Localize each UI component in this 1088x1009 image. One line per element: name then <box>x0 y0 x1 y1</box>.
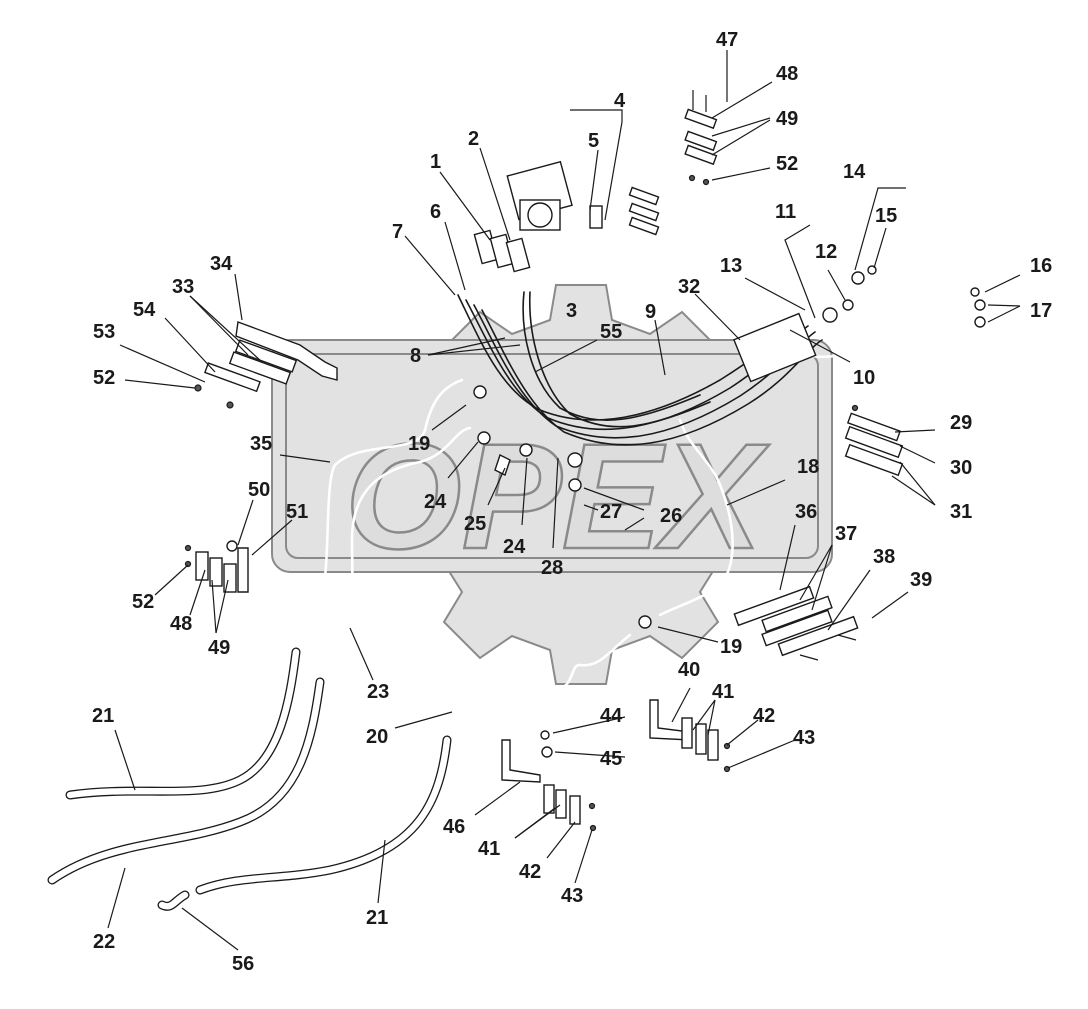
callout-43-lower: 43 <box>561 885 583 907</box>
callout-35: 35 <box>250 433 272 455</box>
callout-50: 50 <box>248 479 270 501</box>
callout-51: 51 <box>286 501 308 523</box>
callout-24-left: 24 <box>424 491 447 513</box>
callout-42-lower: 42 <box>519 861 541 883</box>
bracket-lower-middle <box>501 739 597 832</box>
callout-7: 7 <box>392 221 403 243</box>
callout-19-lower: 19 <box>720 636 742 658</box>
callout-39: 39 <box>910 569 932 591</box>
callout-32: 32 <box>678 276 700 298</box>
callout-23: 23 <box>367 681 389 703</box>
bracket-left-small <box>184 544 249 593</box>
callout-5: 5 <box>588 130 599 152</box>
callout-37: 37 <box>835 523 857 545</box>
callout-9: 9 <box>645 301 656 323</box>
callout-16: 16 <box>1030 255 1052 277</box>
callout-17: 17 <box>1030 300 1052 322</box>
callout-47: 47 <box>716 29 738 51</box>
clamp-plates-lower-right <box>733 585 859 661</box>
watermark-text: OPEX <box>345 412 770 580</box>
callout-22: 22 <box>93 931 115 953</box>
callout-46: 46 <box>443 816 465 838</box>
callout-40: 40 <box>678 659 700 681</box>
callout-54: 54 <box>133 299 156 321</box>
callout-1: 1 <box>430 151 441 173</box>
callout-3: 3 <box>566 300 577 322</box>
callout-48-left: 48 <box>170 613 192 635</box>
hose-21-right <box>195 735 452 895</box>
callout-26: 26 <box>660 505 682 527</box>
manifold-block-32 <box>733 312 817 383</box>
callout-33: 33 <box>172 276 194 298</box>
clamp-plates-right <box>844 404 904 477</box>
callout-52-top: 52 <box>776 153 798 175</box>
callout-42-upper: 42 <box>753 705 775 727</box>
callout-55: 55 <box>600 321 622 343</box>
callout-18: 18 <box>797 456 819 478</box>
callout-24-right: 24 <box>503 536 526 558</box>
callout-8: 8 <box>410 345 421 367</box>
fittings <box>226 265 986 758</box>
callout-15: 15 <box>875 205 897 227</box>
clamp-plates-top <box>628 90 718 236</box>
callout-34: 34 <box>210 253 233 275</box>
callout-21-left: 21 <box>92 705 114 727</box>
callout-52-left-upper: 52 <box>93 367 115 389</box>
callout-31: 31 <box>950 501 972 523</box>
leader-lines <box>107 50 1021 951</box>
hoses <box>47 647 452 911</box>
components <box>184 90 986 832</box>
bracket-lower-right <box>649 699 731 773</box>
callout-44: 44 <box>600 705 623 727</box>
callout-48-top: 48 <box>776 63 798 85</box>
callout-41-upper: 41 <box>712 681 734 703</box>
callout-21-right: 21 <box>366 907 388 929</box>
callout-49-left: 49 <box>208 637 230 659</box>
callout-29: 29 <box>950 412 972 434</box>
watermark: OPEX <box>271 284 833 685</box>
callout-43-upper: 43 <box>793 727 815 749</box>
callout-27: 27 <box>600 501 622 523</box>
callout-14: 14 <box>843 161 866 183</box>
callout-11: 11 <box>775 201 796 223</box>
callout-52-left-lower: 52 <box>132 591 154 613</box>
callout-41-lower: 41 <box>478 838 500 860</box>
callout-38: 38 <box>873 546 895 568</box>
callout-4: 4 <box>614 90 626 112</box>
callout-6: 6 <box>430 201 441 223</box>
callout-13: 13 <box>720 255 742 277</box>
bracket-assembly-left <box>194 321 338 409</box>
callout-20: 20 <box>366 726 388 748</box>
control-valve <box>506 160 603 231</box>
callout-25: 25 <box>464 513 486 535</box>
callout-12: 12 <box>815 241 837 263</box>
callout-45: 45 <box>600 748 622 770</box>
callout-30: 30 <box>950 457 972 479</box>
spool-blocks <box>473 229 531 273</box>
callout-2: 2 <box>468 128 479 150</box>
callout-53: 53 <box>93 321 115 343</box>
callout-labels: 1 2 3 4 5 6 7 8 9 10 11 12 13 14 15 16 1… <box>92 29 1052 975</box>
callout-19-upper: 19 <box>408 433 430 455</box>
callout-36: 36 <box>795 501 817 523</box>
callout-49-top: 49 <box>776 108 798 130</box>
pipes <box>298 316 977 727</box>
callout-10: 10 <box>853 367 875 389</box>
callout-56: 56 <box>232 953 254 975</box>
callout-28: 28 <box>541 557 563 579</box>
pipe-bundle <box>457 291 823 446</box>
